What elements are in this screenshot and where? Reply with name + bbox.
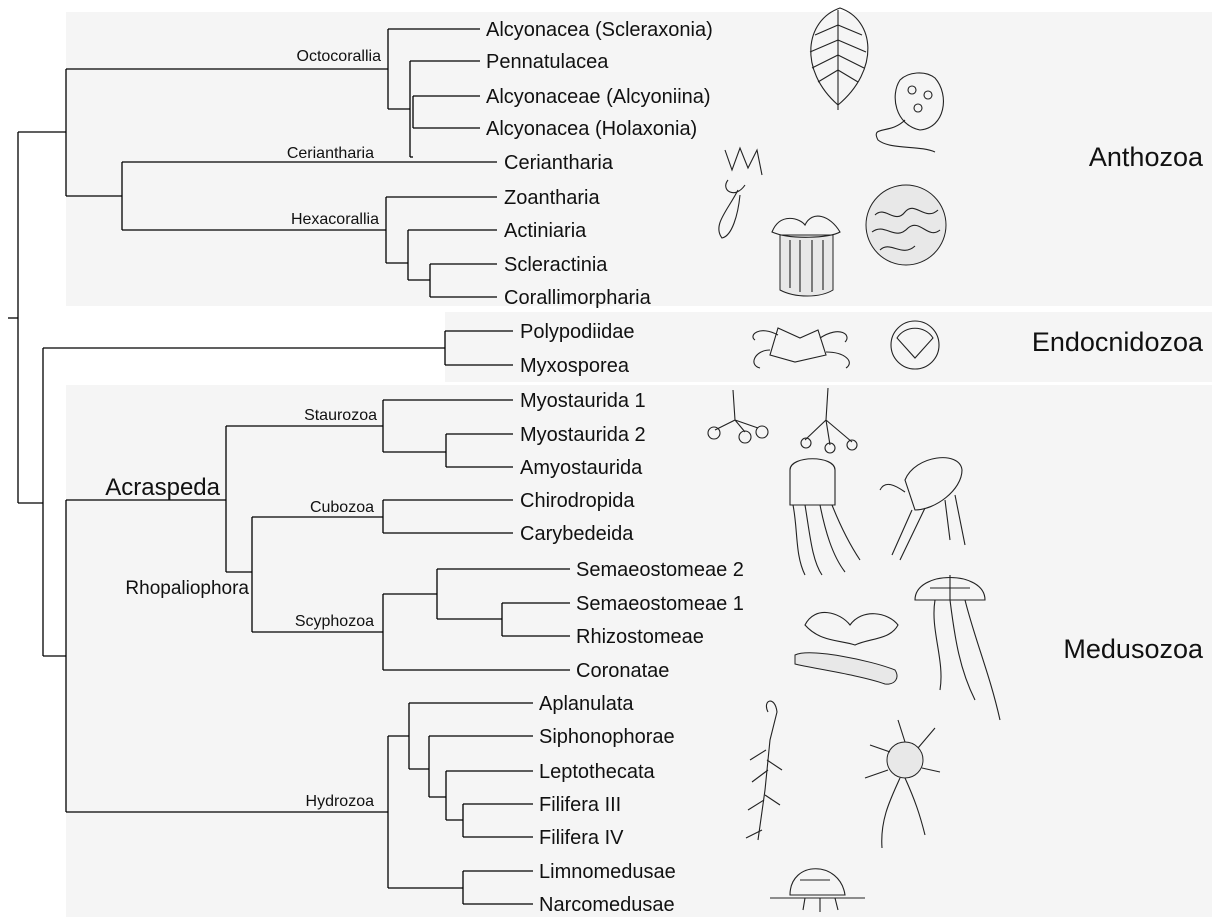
taxon-label: Narcomedusae: [539, 894, 675, 916]
taxon-label: Filifera IV: [539, 827, 624, 849]
taxon-label: Ceriantharia: [504, 152, 614, 174]
taxon-label: Myostaurida 2: [520, 424, 646, 446]
clade-label-ceriantharia: Ceriantharia: [287, 145, 374, 162]
taxon-label: Scleractinia: [504, 254, 608, 276]
group-label-endocnidozoa: Endocnidozoa: [1032, 327, 1204, 357]
taxon-label: Chirodropida: [520, 490, 635, 512]
clade-label-staurozoa: Staurozoa: [304, 407, 377, 424]
taxon-label: Actiniaria: [504, 220, 587, 242]
brain-coral-illustration: [866, 185, 946, 265]
taxon-label: Alcyonaceae (Alcyoniina): [486, 86, 711, 108]
taxon-label: Semaeostomeae 2: [576, 559, 744, 581]
clade-label-hydrozoa: Hydrozoa: [306, 793, 375, 810]
taxon-label: Semaeostomeae 1: [576, 593, 744, 615]
group-label-anthozoa: Anthozoa: [1089, 142, 1204, 172]
group-label-medusozoa: Medusozoa: [1063, 634, 1204, 664]
taxon-label: Polypodiidae: [520, 321, 635, 343]
taxon-label: Carybedeida: [520, 523, 634, 545]
taxon-label: Siphonophorae: [539, 726, 675, 748]
taxon-label: Alcyonacea (Holaxonia): [486, 118, 697, 140]
taxon-label: Zoantharia: [504, 187, 600, 209]
taxon-label: Filifera III: [539, 794, 621, 816]
taxon-label: Myxosporea: [520, 355, 630, 377]
taxon-label: Aplanulata: [539, 693, 634, 715]
clade-label-acraspeda: Acraspeda: [105, 474, 220, 501]
taxon-label: Corallimorpharia: [504, 287, 652, 309]
taxon-label: Leptothecata: [539, 761, 656, 783]
taxon-label: Coronatae: [576, 660, 669, 682]
taxon-label: Alcyonacea (Scleraxonia): [486, 19, 713, 41]
anthozoa-box: [66, 12, 1212, 306]
taxon-label: Limnomedusae: [539, 861, 676, 883]
clade-label-rhopaliophora: Rhopaliophora: [125, 578, 249, 599]
clade-label-scyphozoa: Scyphozoa: [295, 613, 374, 630]
taxon-label: Pennatulacea: [486, 51, 609, 73]
clade-label-octocorallia: Octocorallia: [297, 48, 382, 65]
taxon-label: Amyostaurida: [520, 457, 643, 479]
clade-label-hexacorallia: Hexacorallia: [291, 211, 379, 228]
clade-label-cubozoa: Cubozoa: [310, 499, 374, 516]
taxon-label: Rhizostomeae: [576, 626, 704, 648]
taxon-label: Myostaurida 1: [520, 390, 646, 412]
